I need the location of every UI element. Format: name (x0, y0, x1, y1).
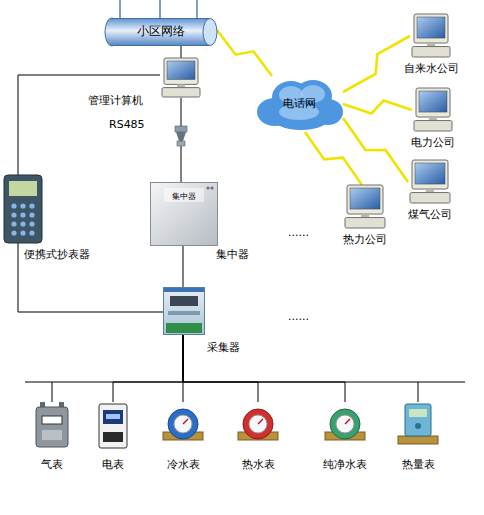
node-outline (163, 402, 203, 452)
pure-water-meter: 纯净水表 (325, 402, 365, 452)
ellipsis-mark: ...... (288, 310, 309, 323)
node-label: 小区网络 (137, 25, 185, 38)
company-computer: 自来水公司 (410, 14, 452, 58)
company-computer: 热力公司 (343, 185, 387, 229)
node-label: 气表 (41, 458, 63, 471)
lightning-link (217, 30, 272, 76)
node-label: 电表 (102, 458, 124, 471)
node-label: 热量表 (402, 458, 435, 471)
computer-icon (414, 88, 452, 131)
gas-meter: 气表 (32, 402, 72, 452)
node-outline (410, 14, 452, 58)
wire-connector (183, 335, 258, 402)
cloud-icon (257, 80, 343, 130)
node-outline (150, 182, 218, 246)
concentrator-box: 集中器集中器 (150, 182, 218, 246)
node-outline (32, 402, 72, 452)
computer-icon (162, 58, 200, 97)
node-outline (160, 58, 202, 98)
wire-connector (183, 246, 184, 287)
node-outline (325, 402, 365, 452)
network-cylinder: 小区网络 (105, 18, 217, 46)
node-label: 热水表 (242, 458, 275, 471)
node-outline (238, 402, 278, 452)
node-outline (408, 160, 452, 204)
node-label: 电话网 (283, 97, 316, 110)
hot-water-meter: 热水表 (238, 402, 278, 452)
handheld-icon (4, 175, 42, 243)
node-label: 采集器 (207, 341, 240, 354)
collector-icon (164, 288, 205, 335)
node-label: 便携式抄表器 (24, 248, 90, 261)
node-label: 冷水表 (167, 458, 200, 471)
management-computer: 管理计算机 (160, 58, 202, 98)
node-outline (163, 287, 205, 335)
edge-label: RS485 (109, 118, 145, 131)
handheld-reader: 便携式抄表器 (4, 175, 42, 243)
cylinder-icon (105, 18, 217, 46)
cold-water-meter: 冷水表 (163, 402, 203, 452)
node-outline (343, 185, 387, 229)
heat-meter: 热量表 (398, 402, 438, 452)
node-label: 电力公司 (411, 136, 455, 149)
node-outline (412, 88, 454, 132)
node-label: 管理计算机 (88, 94, 143, 107)
wire-connector (113, 335, 183, 402)
wire-connector (52, 335, 183, 402)
wire-connector (183, 335, 345, 402)
electric-meter: 电表 (93, 402, 133, 452)
lightning-link (305, 132, 362, 185)
device-face-label: 集中器 (172, 190, 196, 203)
node-label: 纯净水表 (323, 458, 367, 471)
phone-network-cloud: 电话网 (255, 76, 343, 132)
network-uplink-lines (120, 0, 197, 18)
wire-connector (181, 46, 182, 58)
node-outline (398, 402, 438, 452)
computer-icon (412, 14, 450, 57)
water-icon (238, 409, 278, 440)
node-label: 煤气公司 (408, 208, 452, 221)
node-label: 集中器 (216, 248, 249, 261)
water-icon (163, 409, 203, 440)
company-computer: 电力公司 (412, 88, 454, 132)
lightning-link (343, 101, 412, 114)
computer-icon (345, 185, 385, 228)
wire-connector (18, 75, 160, 175)
computer-icon (410, 160, 450, 203)
wire-connector (183, 335, 418, 402)
node-outline (93, 402, 133, 452)
elec-icon (99, 404, 127, 448)
collector-device: 采集器 (163, 287, 205, 335)
node-outline (4, 175, 42, 243)
rs485-converter (175, 126, 187, 146)
bus-extension (25, 382, 465, 383)
company-computer: 煤气公司 (408, 160, 452, 204)
lightning-link (343, 36, 410, 92)
gas-icon (36, 402, 68, 447)
wire-connector (18, 243, 163, 312)
node-label: 热力公司 (343, 233, 387, 246)
box-icon (151, 183, 218, 246)
node-label: 自来水公司 (404, 62, 459, 75)
water-icon (325, 409, 365, 440)
heat-icon (398, 404, 438, 444)
ellipsis-mark: ...... (288, 226, 309, 239)
